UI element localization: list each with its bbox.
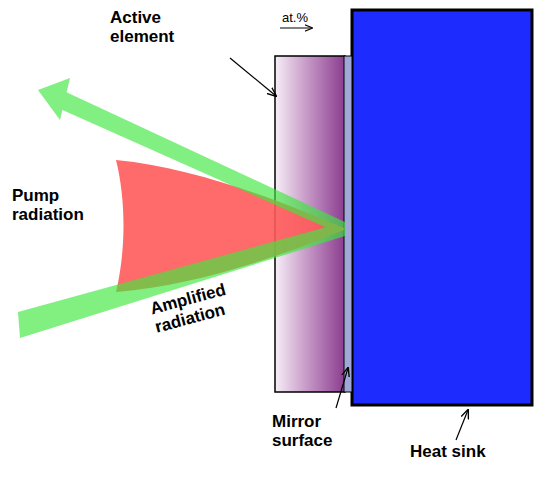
leader-line bbox=[336, 368, 348, 408]
label-text: at.% bbox=[282, 8, 332, 27]
gradient-arrow bbox=[280, 28, 312, 29]
label-text: Heat sink bbox=[410, 442, 520, 461]
heat-sink bbox=[352, 10, 532, 405]
leader-line bbox=[230, 58, 276, 96]
label-text: Mirror surface bbox=[272, 412, 362, 450]
label-text: Pump radiation bbox=[12, 186, 108, 224]
leader-line bbox=[456, 410, 468, 440]
label-text: Active element bbox=[110, 8, 205, 46]
mirror-surface bbox=[344, 56, 352, 392]
